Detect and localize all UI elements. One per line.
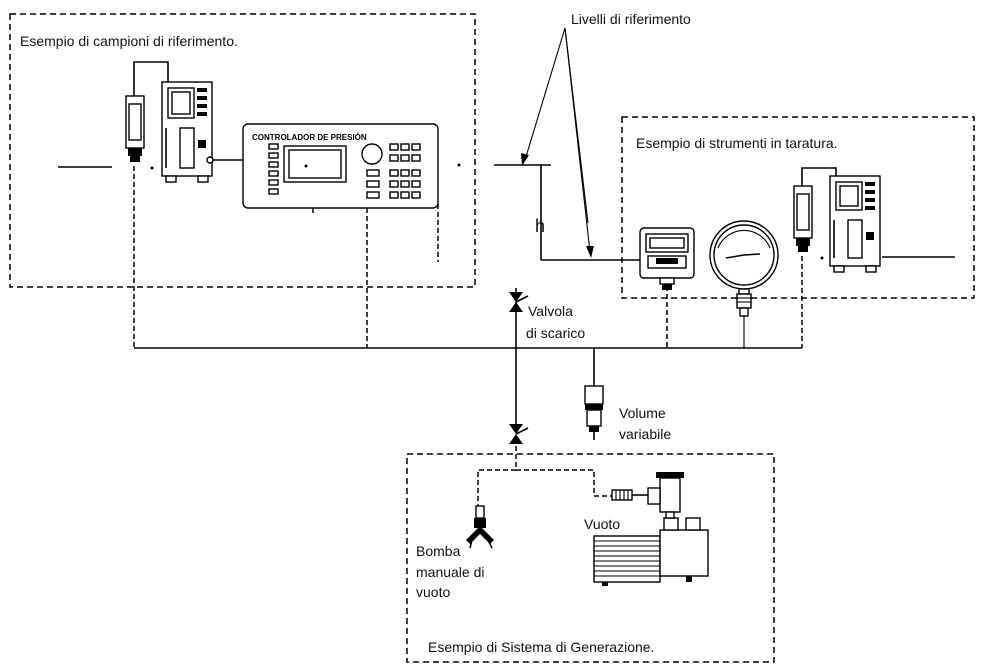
reference-standards-label: Esempio di campioni di riferimento.	[20, 33, 238, 49]
isolation-valve	[509, 424, 529, 444]
height-label: h	[535, 216, 545, 236]
height-bracket	[540, 165, 640, 261]
variable-volume-label-line2: variabile	[619, 426, 671, 442]
reference-levels-label: Livelli di riferimento	[571, 11, 691, 27]
generation-system-box	[406, 453, 775, 663]
controller-keypad	[366, 143, 421, 199]
manual-vacuum-pump	[466, 505, 494, 549]
reference-pressure-sensor	[125, 95, 145, 162]
vacuum-pump	[593, 472, 709, 586]
controller-title: CONTROLADOR DE PRESIÓN	[252, 133, 367, 142]
vacuum-label: Vuoto	[584, 516, 620, 532]
generation-system-label: Esempio di Sistema di Generazione.	[428, 639, 654, 655]
hand-pump-label-line2: manuale di	[416, 564, 485, 580]
valve-label-line1: Valvola	[528, 303, 573, 319]
connection-lines	[133, 61, 803, 510]
test-calibrator	[829, 175, 881, 273]
hand-pump-label-line3: vuoto	[416, 584, 450, 600]
test-pressure-sensor	[793, 167, 837, 252]
variable-volume-label-line1: Volume	[619, 405, 666, 421]
reference-standards-box	[9, 13, 476, 288]
reference-level-lines	[58, 27, 955, 258]
hand-pump-label-line1: Bomba	[416, 543, 461, 559]
variable-volume	[584, 385, 604, 440]
reference-calibrator	[161, 81, 214, 183]
digital-gauge	[639, 227, 695, 290]
discharge-valve	[509, 292, 529, 312]
valve-label-line2: di scarico	[526, 325, 585, 341]
pressure-controller: CONTROLADOR DE PRESIÓN	[242, 123, 439, 209]
analog-gauge	[709, 220, 779, 317]
instruments-under-test-box	[621, 116, 975, 299]
instruments-under-test-label: Esempio di strumenti in taratura.	[636, 135, 838, 151]
